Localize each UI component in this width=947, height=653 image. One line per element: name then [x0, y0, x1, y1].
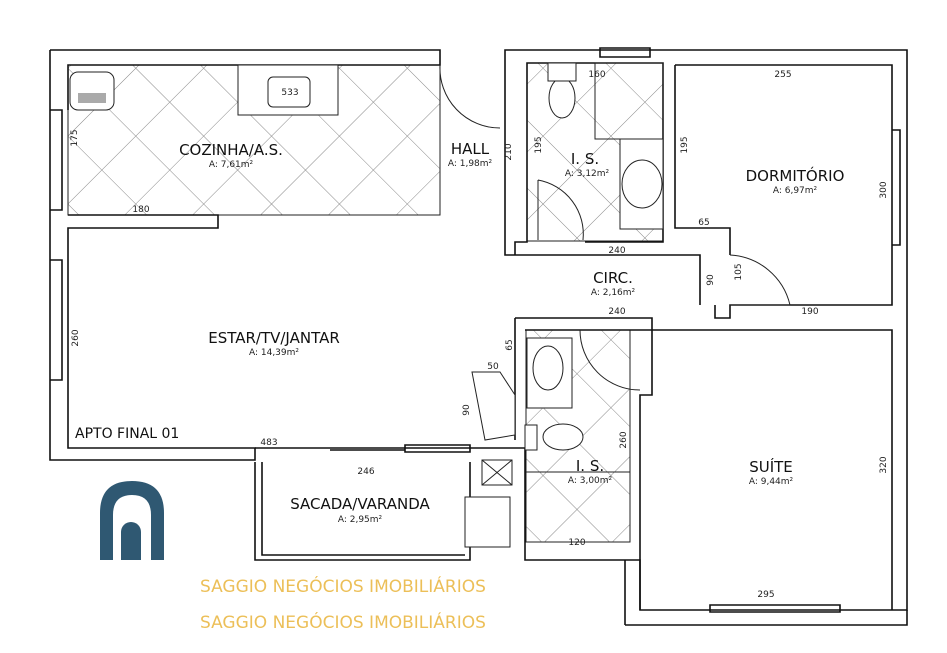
- fireplace-niche: [471, 371, 516, 441]
- dim-90b: 90: [462, 404, 472, 416]
- room-name-hall: HALL: [451, 140, 490, 158]
- watermark-text-top: SAGGIO NEGÓCIOS IMOBILIÁRIOS: [200, 575, 486, 597]
- dim-255: 255: [774, 70, 791, 80]
- dim-320: 320: [879, 456, 889, 473]
- dim-483: 483: [260, 438, 277, 448]
- washbasin-icon: [621, 159, 663, 209]
- dim-120: 120: [568, 538, 585, 548]
- dim-240a: 240: [608, 246, 625, 256]
- room-name-cozinha: COZINHA/A.S.: [179, 141, 283, 159]
- room-name-sacada: SACADA/VARANDA: [290, 495, 430, 513]
- watermark-text-bottom: SAGGIO NEGÓCIOS IMOBILIÁRIOS: [200, 611, 486, 633]
- dim-295: 295: [757, 590, 774, 600]
- dim-90a: 90: [706, 274, 716, 286]
- doors: [439, 64, 791, 391]
- room-area-is-lower: A: 3,00m²: [568, 476, 613, 486]
- dim-260a: 260: [71, 329, 81, 346]
- sink-drainboard: [78, 93, 106, 103]
- room-area-cozinha: A: 7,61m²: [209, 160, 254, 170]
- toilet-lower-icon: [542, 423, 584, 451]
- room-name-dormitorio: DORMITÓRIO: [746, 166, 845, 185]
- room-labels: COZINHA/A.S. A: 7,61m² HALL A: 1,98m² I.…: [75, 140, 844, 525]
- dim-175: 175: [70, 129, 80, 146]
- laundry-sink-icon: [267, 76, 311, 108]
- room-area-estar: A: 14,39m²: [249, 348, 299, 358]
- room-name-is-lower: I. S.: [576, 457, 604, 475]
- room-name-circ: CIRC.: [593, 269, 633, 287]
- dim-180: 180: [132, 205, 149, 215]
- dimension-labels: 533 175 180 210 195 160 255 195 300 65 2…: [70, 70, 889, 600]
- dim-105: 105: [734, 263, 744, 280]
- dim-65b: 65: [505, 339, 515, 350]
- washbasin-lower-icon: [532, 345, 564, 391]
- room-area-dormitorio: A: 6,97m²: [773, 186, 818, 196]
- room-name-estar: ESTAR/TV/JANTAR: [208, 329, 340, 347]
- logo-base: [121, 532, 141, 560]
- watermark-logo: SAGGIO NEGÓCIOS IMOBILIÁRIOS SAGGIO NEGÓ…: [100, 481, 486, 633]
- dim-160: 160: [588, 70, 605, 80]
- dim-300: 300: [879, 181, 889, 198]
- logo-arch-icon: [100, 481, 164, 560]
- toilet-tank: [547, 62, 577, 82]
- room-area-suite: A: 9,44m²: [749, 477, 794, 487]
- storage-box: [464, 496, 511, 548]
- room-area-sacada: A: 2,95m²: [338, 515, 383, 525]
- room-area-circ: A: 2,16m²: [591, 288, 636, 298]
- toilet-lower-tank: [524, 424, 538, 451]
- room-name-suite: SUÍTE: [749, 457, 793, 476]
- dim-533: 533: [281, 88, 298, 98]
- fixtures: [69, 62, 664, 548]
- apartment-label: APTO FINAL 01: [75, 426, 179, 442]
- dim-50: 50: [487, 362, 499, 372]
- dim-195b: 195: [680, 136, 690, 153]
- dim-195a: 195: [534, 136, 544, 153]
- dim-190: 190: [801, 307, 818, 317]
- dim-246: 246: [357, 467, 374, 477]
- toilet-icon: [548, 77, 576, 119]
- room-area-is-upper: A: 3,12m²: [565, 169, 610, 179]
- dim-260b: 260: [619, 431, 629, 448]
- kitchen-sink-icon: [69, 71, 115, 111]
- room-area-hall: A: 1,98m²: [448, 159, 493, 169]
- room-name-is-upper: I. S.: [571, 150, 599, 168]
- dim-65a: 65: [698, 218, 709, 228]
- dim-240b: 240: [608, 307, 625, 317]
- dim-210: 210: [504, 143, 514, 160]
